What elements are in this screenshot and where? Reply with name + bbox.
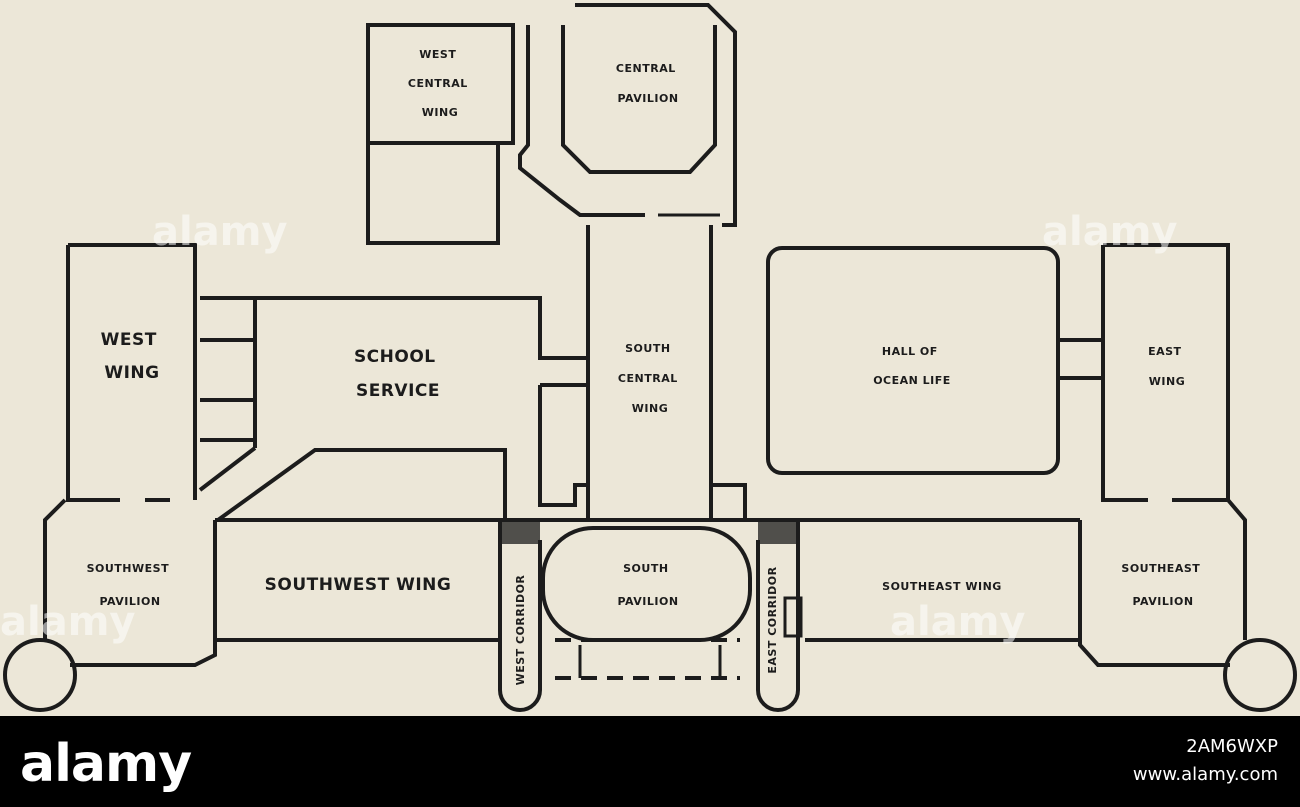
label-southeast-wing: SOUTHEAST WING <box>882 580 1002 593</box>
central-pavilion-room <box>518 3 737 227</box>
label-hall-of-ocean-life: HALL OF OCEAN LIFE <box>873 345 951 387</box>
label-south-central-wing: SOUTH CENTRAL WING <box>618 342 682 415</box>
label-west-corridor: WEST CORRIDOR <box>514 575 527 686</box>
southeast-pavilion-room <box>1078 498 1297 712</box>
east-wing-room <box>1101 243 1230 502</box>
label-school-service: SCHOOL SERVICE <box>354 347 442 401</box>
alamy-logo: alamy <box>20 734 192 794</box>
south-central-wing-room <box>538 225 747 520</box>
south-pavilion-room <box>500 518 805 680</box>
west-central-wing-room <box>366 23 515 245</box>
watermark-text: alamy <box>890 599 1025 645</box>
floor-plan: WEST CENTRAL WING CENTRAL PAVILION WEST … <box>0 3 1297 712</box>
label-west-wing: WEST WING <box>101 330 164 383</box>
watermark-text: alamy <box>0 599 135 645</box>
watermark-text: alamy <box>1042 209 1177 255</box>
label-central-pavilion: CENTRAL PAVILION <box>616 62 680 105</box>
southwest-pavilion-room <box>3 498 217 712</box>
school-service-room <box>198 296 540 522</box>
west-wing-room <box>66 243 197 502</box>
image-id: 2AM6WXP <box>1186 736 1278 757</box>
footer-url: www.alamy.com <box>1132 764 1278 785</box>
label-southeast-pavilion: SOUTHEAST PAVILION <box>1121 562 1204 608</box>
watermark-text: alamy <box>152 209 287 255</box>
floor-plan-svg: WEST CENTRAL WING CENTRAL PAVILION WEST … <box>0 3 1297 712</box>
label-east-wing: EAST WING <box>1148 345 1186 388</box>
hall-of-ocean-life-room <box>766 246 1103 475</box>
label-west-central-wing: WEST CENTRAL WING <box>408 48 472 119</box>
footer-bar: alamy 2AM6WXP www.alamy.com <box>0 716 1300 807</box>
west-corridor-room <box>498 520 542 712</box>
southwest-wing-room <box>215 518 500 642</box>
label-east-corridor: EAST CORRIDOR <box>766 566 779 673</box>
label-southwest-pavilion: SOUTHWEST PAVILION <box>87 562 174 608</box>
label-southwest-wing: SOUTHWEST WING <box>265 575 452 595</box>
label-south-pavilion: SOUTH PAVILION <box>617 562 678 608</box>
southeast-wing-room <box>805 518 1080 642</box>
east-corridor-room <box>756 520 803 712</box>
